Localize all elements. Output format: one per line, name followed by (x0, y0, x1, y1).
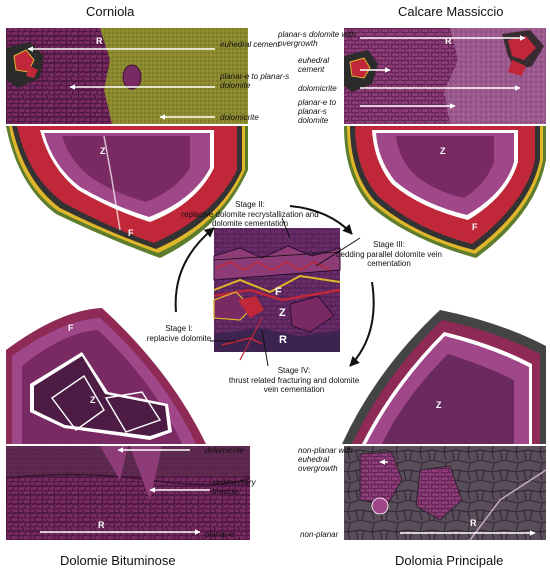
center-label-f: F (275, 286, 282, 298)
corniola-label-r: R (96, 36, 103, 46)
annotation-planar-e-bl: planar-e (205, 530, 235, 539)
bituminose-label-f: F (68, 323, 74, 333)
annotation-dolomicrite-bl: dolomicrite (205, 446, 244, 455)
corniola-title: Corniola (86, 4, 135, 19)
stage-3-desc: bedding parallel dolomite vein cementati… (336, 249, 442, 269)
dolomia-principale-panel (342, 310, 547, 541)
bituminose-label-z: Z (90, 395, 96, 405)
principale-label-z: Z (436, 400, 442, 410)
dolomia-principale-title: Dolomia Principale (395, 553, 504, 568)
stage-1-name: Stage I: (165, 324, 193, 333)
calcare-label-z: Z (440, 146, 446, 156)
annotation-planar-tl: planar-e to planar-s dolomite (220, 72, 290, 90)
stage-4-name: Stage IV: (277, 366, 311, 375)
corniola-panel (6, 28, 248, 258)
annotation-planar-s-overgrowth: planar-s dolomite with overgrowth (278, 30, 356, 48)
annotation-dolomicrite-tl: dolomicrite (220, 113, 259, 122)
stage-4-desc: thrust related fracturing and dolomite v… (228, 375, 360, 395)
calcare-massiccio-panel (344, 28, 546, 258)
calcare-massiccio-title: Calcare Massiccio (398, 4, 504, 19)
stage-1-label: Stage I: replacive dolomite (140, 324, 218, 343)
annotation-euhedral-cement-tl: euhedral cement (220, 40, 280, 49)
annotation-dolomicrite-tr: dolomicrite (298, 84, 337, 93)
stage-3-name: Stage III: (372, 240, 406, 249)
dolomie-bituminose-title: Dolomie Bituminose (60, 553, 176, 568)
annotation-non-planar: non-planar (300, 530, 339, 539)
annotation-non-planar-overgrowth: non-planar with euhedral overgrowth (298, 446, 353, 473)
stage-4-label: Stage IV: thrust related fracturing and … (222, 366, 366, 395)
annotation-sedimentary-breccia: sedimentary breccia (212, 478, 256, 496)
center-sketch (174, 205, 375, 367)
stage-2-label: Stage II: replacive dolomite recrystalli… (178, 200, 322, 229)
bituminose-label-r: R (98, 520, 105, 530)
center-label-z: Z (279, 307, 286, 319)
corniola-label-z: Z (100, 146, 106, 156)
stage-2-desc: replacive dolomite recrystallization and… (181, 209, 319, 229)
stage-3-label: Stage III: bedding parallel dolomite vei… (336, 240, 442, 269)
calcare-label-f: F (472, 222, 478, 232)
principale-label-r: R (470, 518, 477, 528)
stage-1-desc: replacive dolomite (146, 333, 212, 343)
annotation-euhedral-cement-tr: euhedral cement (298, 56, 330, 74)
center-label-r: R (279, 334, 287, 346)
dolomie-bituminose-panel (5, 308, 251, 540)
stage-2-name: Stage II: (235, 200, 265, 209)
corniola-label-f: F (128, 228, 134, 238)
annotation-planar-tr: planar-e to planar-s dolomite (298, 98, 337, 125)
calcare-label-r: R (445, 36, 452, 46)
